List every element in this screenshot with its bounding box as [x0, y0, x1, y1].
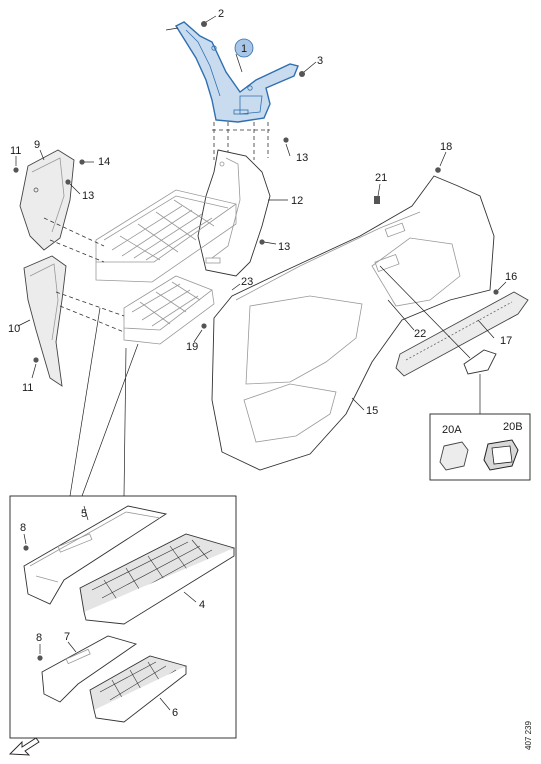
callout-1-badge	[234, 38, 254, 58]
callout-20b[interactable]: 20B	[503, 421, 523, 433]
clip-21[interactable]	[374, 196, 380, 204]
part-15-side-panel[interactable]	[211, 175, 495, 471]
fastener-11b[interactable]	[33, 357, 39, 363]
callout-13-left[interactable]: 13	[82, 190, 94, 202]
step-grid-lower-ghost	[123, 275, 215, 345]
part-12-support-bracket[interactable]	[197, 149, 271, 277]
fastener-8b[interactable]	[37, 655, 43, 661]
callout-16[interactable]: 16	[505, 271, 517, 283]
fastener-2[interactable]	[201, 21, 207, 27]
part-7-step-cover-small[interactable]	[41, 635, 138, 703]
fastener-13c[interactable]	[259, 239, 265, 245]
callout-15[interactable]: 15	[366, 405, 378, 417]
fastener-11a[interactable]	[13, 167, 19, 173]
part-20b-lens[interactable]	[483, 439, 519, 471]
document-reference: 407 239	[524, 721, 533, 750]
fastener-13b[interactable]	[283, 137, 289, 143]
callout-7[interactable]: 7	[64, 631, 70, 643]
callout-19[interactable]: 19	[186, 341, 198, 353]
callout-10[interactable]: 10	[8, 323, 20, 335]
callout-18[interactable]: 18	[440, 141, 452, 153]
direction-arrow-icon	[8, 737, 40, 756]
detail-box-steps	[9, 495, 237, 739]
callout-4[interactable]: 4	[199, 599, 205, 611]
callout-6[interactable]: 6	[172, 707, 178, 719]
callout-12[interactable]: 12	[291, 195, 303, 207]
part-20a-lens[interactable]	[439, 441, 469, 471]
leader-lines	[15, 15, 507, 711]
callout-11-top[interactable]: 11	[10, 145, 21, 157]
part-20-lamp[interactable]	[463, 349, 497, 375]
part-9-upper-bracket[interactable]	[19, 149, 75, 251]
part-1-bracket[interactable]	[174, 21, 299, 123]
part-10-lower-bracket[interactable]	[23, 255, 67, 387]
callout-14[interactable]: 14	[98, 156, 110, 168]
fastener-14[interactable]	[79, 159, 85, 165]
callout-13-right[interactable]: 13	[296, 152, 308, 164]
callout-2[interactable]: 2	[218, 8, 224, 20]
part-17-trim-strip[interactable]	[395, 291, 529, 377]
step-grid-upper-ghost	[95, 189, 237, 283]
callout-22[interactable]: 22	[414, 328, 426, 340]
callout-8-bottom[interactable]: 8	[36, 632, 42, 644]
fastener-16[interactable]	[493, 289, 499, 295]
fastener-8a[interactable]	[23, 545, 29, 551]
callout-8-top[interactable]: 8	[20, 522, 26, 534]
fastener-18[interactable]	[435, 167, 441, 173]
callout-9[interactable]: 9	[34, 139, 40, 151]
part-4-step-grid[interactable]	[79, 533, 236, 625]
callout-11-bottom[interactable]: 11	[22, 382, 33, 394]
callout-17[interactable]: 17	[500, 335, 512, 347]
callout-23[interactable]: 23	[241, 276, 253, 288]
part-6-step-grid-small[interactable]	[89, 655, 188, 723]
callout-1[interactable]: 1	[241, 43, 247, 55]
callout-5[interactable]: 5	[81, 508, 87, 520]
callout-13-mid[interactable]: 13	[278, 241, 290, 253]
part-5-step-cover[interactable]	[23, 505, 168, 605]
fastener-19[interactable]	[201, 323, 207, 329]
fastener-3[interactable]	[299, 71, 305, 77]
callout-21[interactable]: 21	[375, 172, 387, 184]
callout-3[interactable]: 3	[317, 55, 323, 67]
callout-20a[interactable]: 20A	[442, 424, 462, 436]
fastener-13a[interactable]	[65, 179, 71, 185]
